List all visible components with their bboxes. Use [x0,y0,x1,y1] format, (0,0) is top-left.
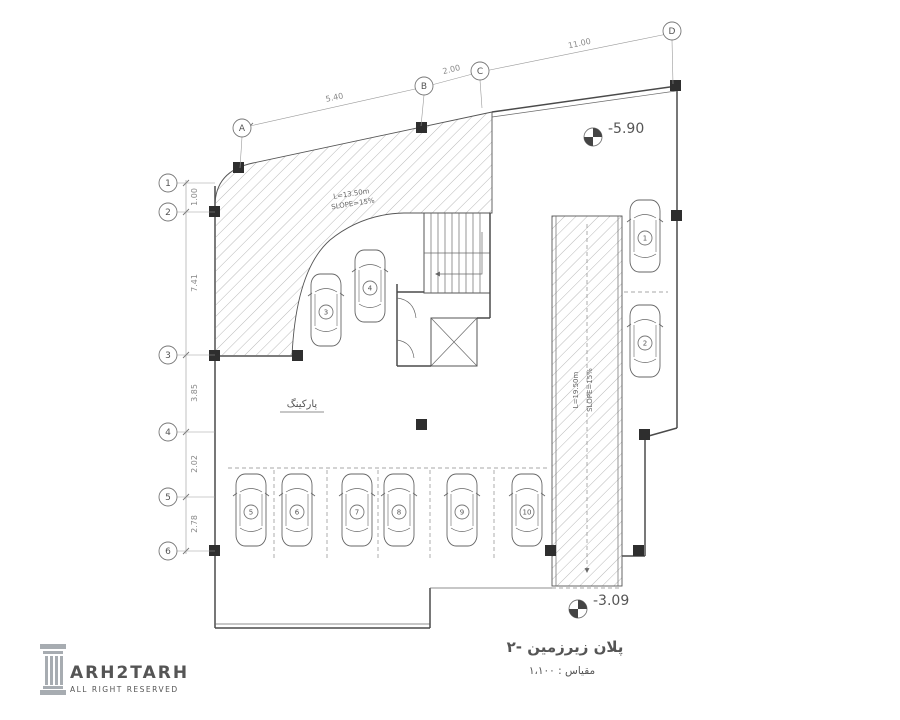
grid-bubble-B [414,76,434,96]
spot-number: 2 [643,340,647,348]
left-dim: 2.02 [190,455,199,473]
level-value-upper: -5.90 [608,121,644,137]
plan-title: پلان زیرزمین -۲ [507,638,624,657]
cars-right-column: 1 2 [626,199,664,378]
spot-number: 4 [368,285,373,293]
car: 6 [278,473,316,547]
straight-ramp-length-label: L=19.50m [572,372,580,409]
plan-scale: مقیاس : ۱،۱۰۰ [529,665,595,677]
logo: ARH2TARH ALL RIGHT RESERVED [40,644,189,695]
grid-label-1: 1 [165,179,171,189]
grid-bubble-A [232,118,252,138]
area-label: پارکینگ [280,398,324,413]
spot-number: 1 [643,235,647,243]
lobby-walls [396,213,491,367]
car: 2 [626,304,664,378]
car: 10 [508,473,546,547]
spot-number: 5 [249,509,253,517]
grid-rows: 1.00 7.41 3.85 2.02 2.78 1 2 3 4 5 6 [158,173,215,561]
elevator [430,317,478,367]
spot-number: 3 [324,309,328,317]
top-dim: 5.40 [325,91,344,104]
grid-label-D: D [669,27,676,37]
area-label-text: پارکینگ [287,398,318,410]
left-dim: 2.78 [190,515,199,533]
pillar-icon [40,644,66,695]
car: 4 [351,249,389,323]
spot-number: 10 [523,509,532,517]
curved-ramp: L=13.50m SLOPE=15% [214,111,493,357]
spot-number: 8 [397,509,401,517]
grid-bubble-1 [158,173,178,193]
top-dim: 11.00 [567,37,591,51]
logo-tagline: ALL RIGHT RESERVED [70,685,179,694]
grid-bubble-4 [158,422,178,442]
grid-bubble-3 [158,345,178,365]
level-marker-upper: -5.90 [583,121,644,147]
car: 1 [626,199,664,273]
left-dim: 1.00 [190,188,199,206]
grid-label-B: B [421,82,427,92]
car: 5 [232,473,270,547]
level-marker-lower: -3.09 [568,593,629,619]
grid-label-C: C [477,67,483,77]
left-dim: 3.85 [190,384,199,402]
top-dim: 2.00 [442,63,461,76]
grid-bubble-C [470,61,490,81]
grid-columns: 5.40 2.00 11.00 A B C D [232,21,682,169]
left-dim: 7.41 [190,274,199,292]
grid-label-4: 4 [165,428,171,438]
grid-label-3: 3 [165,351,171,361]
grid-bubble-2 [158,202,178,222]
car: 7 [338,473,376,547]
straight-ramp: L=19.50m SLOPE=15% [551,215,623,589]
straight-ramp-slope-label: SLOPE=15% [586,368,594,412]
grid-label-A: A [239,124,246,134]
car: 3 [307,273,345,347]
structural-columns [209,80,682,556]
spot-number: 7 [355,509,359,517]
grid-bubble-D [662,21,682,41]
grid-bubble-6 [158,541,178,561]
grid-label-5: 5 [165,493,171,503]
spot-number: 6 [295,509,300,517]
level-value-lower: -3.09 [593,593,629,609]
cars-bottom-row: 5 6 7 8 9 10 [232,473,546,547]
stair-core [423,212,491,294]
cars-center: 3 4 [307,249,389,347]
spot-number: 9 [460,509,464,517]
car: 8 [380,473,418,547]
logo-text: ARH2TARH [70,663,189,683]
car: 9 [443,473,481,547]
grid-label-2: 2 [165,208,171,218]
parking-stall-lines [228,291,668,558]
title-block: پلان زیرزمین -۲ مقیاس : ۱،۱۰۰ [507,638,624,677]
grid-bubble-5 [158,487,178,507]
grid-label-6: 6 [165,547,171,557]
